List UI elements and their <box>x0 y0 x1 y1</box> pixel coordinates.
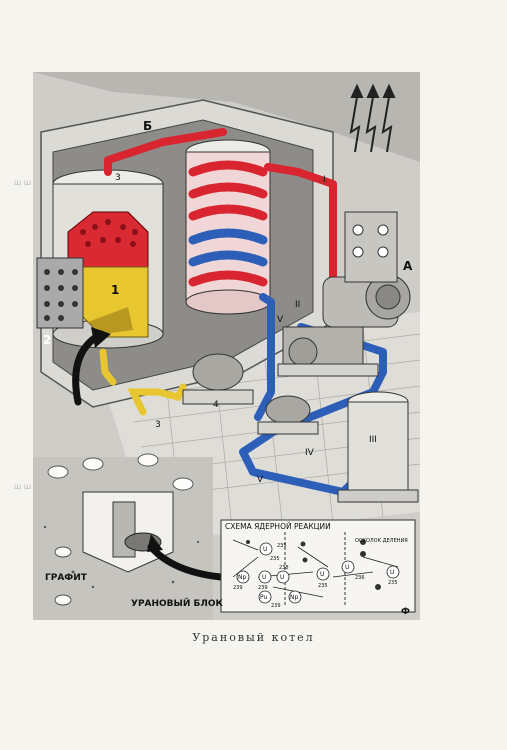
mass-238: 238 <box>279 565 289 571</box>
label-graphite: ГРАФИТ <box>45 573 88 583</box>
hot-pipes <box>104 128 337 316</box>
nuclide-u-2: U <box>262 574 266 581</box>
label-iv: IV <box>305 448 315 458</box>
nuclide-u-5: U <box>345 564 349 571</box>
mass-235-a: 235 <box>270 556 280 562</box>
margin-mark: ш ш <box>14 482 32 491</box>
mass-235-b: 235 <box>318 583 328 589</box>
mass-239-a: 239 <box>233 585 243 591</box>
uranium-feed-pipe <box>99 348 187 416</box>
label-2: 2 <box>43 333 51 347</box>
label-v-top: V <box>277 315 284 325</box>
pump-iv <box>257 395 319 435</box>
mass-235-d: 235 <box>277 543 287 549</box>
label-fragment: ОСКОЛОК ДЕЛЕНИЯ <box>355 538 408 544</box>
mass-239-c: 239 <box>271 603 281 609</box>
nuclide-np: Np <box>238 574 246 581</box>
figure-caption: Урановый котел <box>192 631 315 644</box>
pump-ii <box>277 326 379 377</box>
nuclide-u-4: U <box>320 571 324 578</box>
label-b: Б <box>143 119 152 133</box>
nuclide-u-3: U <box>280 574 284 581</box>
mass-236: 236 <box>355 575 365 581</box>
artist-signature: Ф <box>401 607 410 617</box>
label-iii: III <box>369 435 377 445</box>
power-output-arrows <box>349 83 396 153</box>
mass-239-b: 239 <box>258 585 268 591</box>
scheme-title: СХЕМА ЯДЕРНОЙ РЕАКЦИИ <box>225 522 331 531</box>
label-uranium-block: УРАНОВЫЙ БЛОК <box>131 597 224 609</box>
nuclide-u-6: U <box>390 569 394 576</box>
label-3-bottom: 3 <box>155 420 161 430</box>
control-panel <box>344 211 398 283</box>
margin-mark: ш ш <box>14 178 32 187</box>
nuclide-u: U <box>263 546 267 553</box>
heat-exchanger <box>185 139 271 315</box>
control-rod-rack <box>36 257 84 329</box>
pump-4 <box>182 353 254 405</box>
label-1: 1 <box>111 283 119 297</box>
nuclide-np-2: Np <box>290 594 298 601</box>
label-3-top: 3 <box>115 173 121 183</box>
reaction-scheme-panel <box>220 519 416 613</box>
mass-235-c: 235 <box>388 580 398 586</box>
label-4: 4 <box>213 400 219 410</box>
label-v-bottom: V <box>257 475 264 485</box>
label-a: А <box>403 259 413 273</box>
label-ii: II <box>295 300 300 310</box>
uranium-reactor-illustration: Б А 1 2 3 3 4 I II III IV V V ГРАФИТ УРА… <box>33 72 420 620</box>
tank-iii <box>337 391 419 503</box>
cold-pipes <box>239 293 387 496</box>
graphite-block <box>33 453 213 620</box>
nuclide-pu: Pu <box>260 594 268 601</box>
turbine-generator <box>322 274 411 328</box>
label-i: I <box>323 175 326 185</box>
